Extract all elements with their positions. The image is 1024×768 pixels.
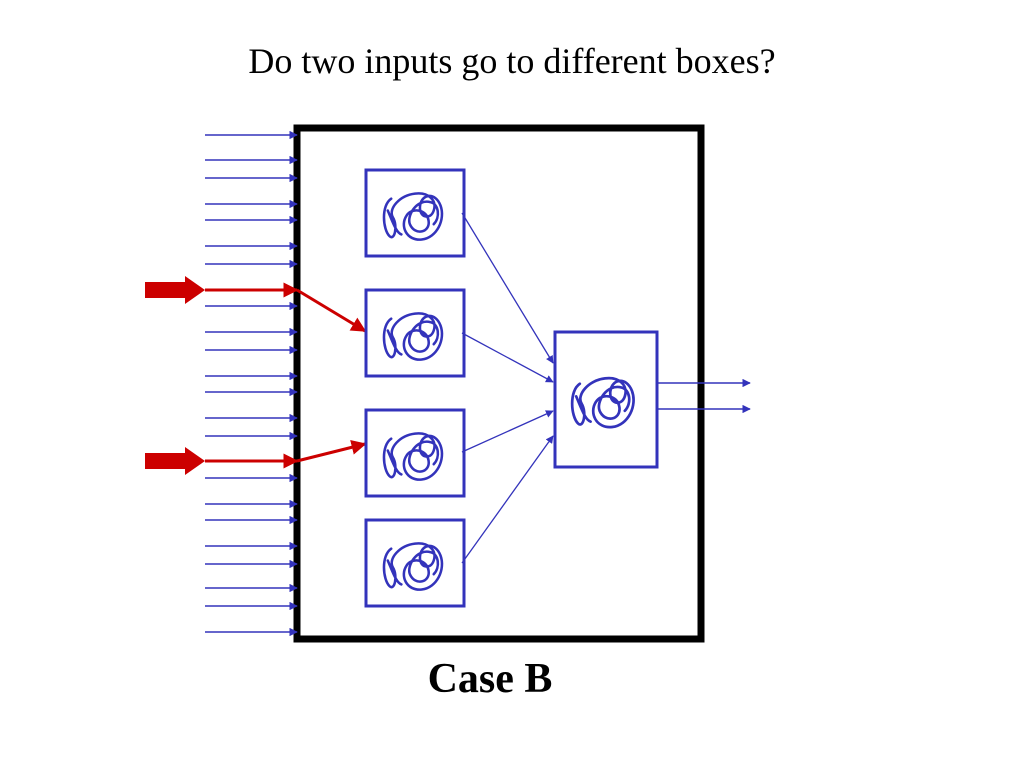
input-lines [205,130,298,637]
output-box [553,330,659,469]
highlighted-input-a [145,276,367,333]
case-caption: Case B [427,656,553,702]
highlight-route-line [296,288,367,333]
inner-box [364,288,466,378]
output-lines [657,378,751,414]
slide-title: Do two inputs go to different boxes? [248,41,776,81]
thick-arrow-icon [145,447,205,475]
connection-line [461,435,554,564]
connection-line [461,212,554,364]
highlight-route-line [296,439,367,463]
highlighted-input-b [145,439,367,475]
internal-connections [461,212,554,564]
inner-box [364,408,466,498]
inner-box [364,168,466,258]
connection-line [461,332,554,383]
inner-box [364,518,466,608]
connection-line [461,410,554,453]
thick-arrow-icon [145,276,205,304]
